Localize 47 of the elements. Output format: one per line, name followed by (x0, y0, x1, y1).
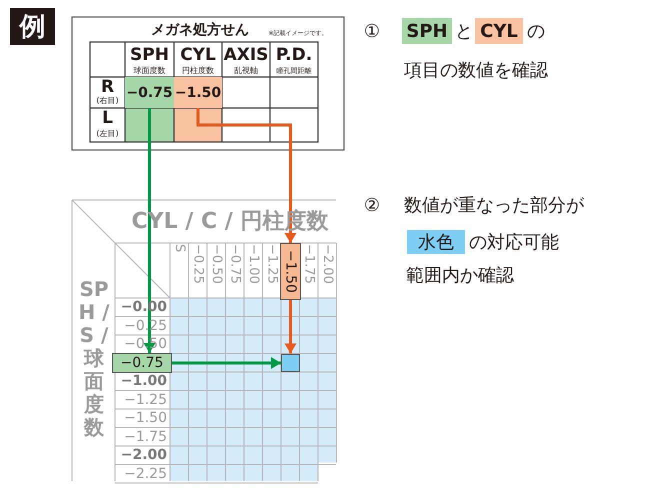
column-header: 球面度数 (132, 65, 166, 76)
column-header: CYL (179, 44, 217, 66)
column-header: −0.25 (189, 244, 206, 286)
column-header: 乱視軸 (233, 65, 259, 76)
row-header: −1.50 (123, 409, 168, 428)
column-header: SPH (129, 44, 170, 66)
column-header: S (170, 244, 188, 254)
arrow (144, 108, 156, 353)
instruction-text: と (454, 20, 474, 44)
highlighted-term: SPH (402, 18, 452, 44)
row-header: (右目) (95, 95, 120, 106)
arrow (172, 357, 281, 369)
step-number: ① (362, 20, 382, 44)
prescription-value: −0.75 (125, 77, 174, 108)
target-cell (281, 354, 300, 372)
highlighted-term: 水色 (407, 230, 465, 254)
column-header: P.D. (274, 44, 314, 66)
form-title: メガネ処方せん (150, 20, 250, 40)
instruction-text: の対応可能 (469, 231, 560, 254)
column-header: −1.25 (263, 244, 280, 286)
column-header: −1.50 (280, 243, 301, 300)
row-header: −1.25 (123, 390, 168, 409)
row-header: −0.75 (112, 353, 172, 373)
step-number: ② (362, 194, 382, 218)
row-header: −2.25 (123, 464, 168, 483)
column-header: −1.00 (244, 244, 262, 286)
column-header: −0.75 (226, 244, 244, 286)
row-header: −1.00 (120, 372, 168, 390)
column-header: AXIS (222, 44, 270, 66)
prescription-value: −1.50 (174, 77, 222, 108)
instruction-text: の (526, 20, 546, 44)
instruction-text: 項目の数値を確認 (404, 59, 549, 83)
example-badge: 例 (10, 8, 55, 45)
row-header: −1.75 (123, 428, 168, 446)
row-header: R (100, 78, 116, 96)
column-header: −2.00 (318, 244, 336, 286)
column-header: −1.75 (300, 244, 318, 286)
row-header: −2.00 (120, 446, 168, 464)
row-header: L (101, 109, 114, 127)
highlighted-term: CYL (475, 18, 523, 44)
column-header: −0.50 (208, 244, 225, 286)
instruction-text: 範囲内か確認 (406, 264, 515, 288)
arrow (284, 300, 296, 354)
axis-title: SPH / S / 球面度数 (78, 276, 110, 440)
instruction-text: 数値が重なった部分が (404, 194, 586, 218)
column-header: 円柱度数 (181, 65, 215, 76)
row-header: (左目) (95, 128, 120, 139)
